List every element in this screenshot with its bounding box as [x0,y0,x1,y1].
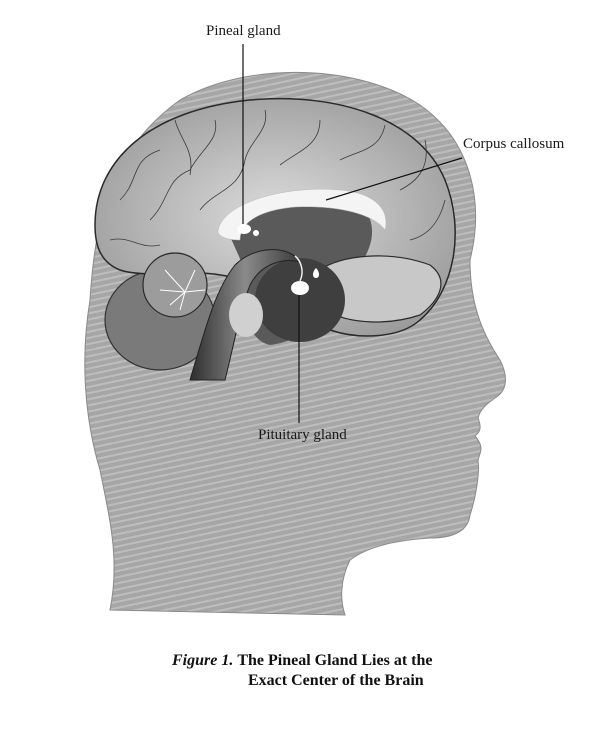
pineal-adjacent [253,230,259,236]
pons [229,293,263,337]
brainstem [189,249,302,381]
pituitary-gland-label: Pituitary gland [258,427,347,443]
pineal-gland-label: Pineal gland [206,23,281,39]
corpus-leader-line [325,157,463,201]
optic-chiasm [313,268,319,278]
caption-line-1: The Pineal Gland Lies at the [237,652,433,669]
pineal-gland [237,224,251,234]
hypothalamus-region [255,258,345,342]
cerebellum [142,252,208,318]
corpus-callosum-label: Corpus callosum [463,136,565,152]
caption-line-2: Exact Center of the Brain [248,672,424,689]
figure-caption: Figure 1. The Pineal Gland Lies at the E… [172,651,432,691]
corpus-callosum [217,189,387,241]
pituitary-gland [291,281,309,295]
infundibulum [294,255,303,282]
arbor-vitae [159,269,206,311]
figure-number: Figure 1. [172,652,234,669]
